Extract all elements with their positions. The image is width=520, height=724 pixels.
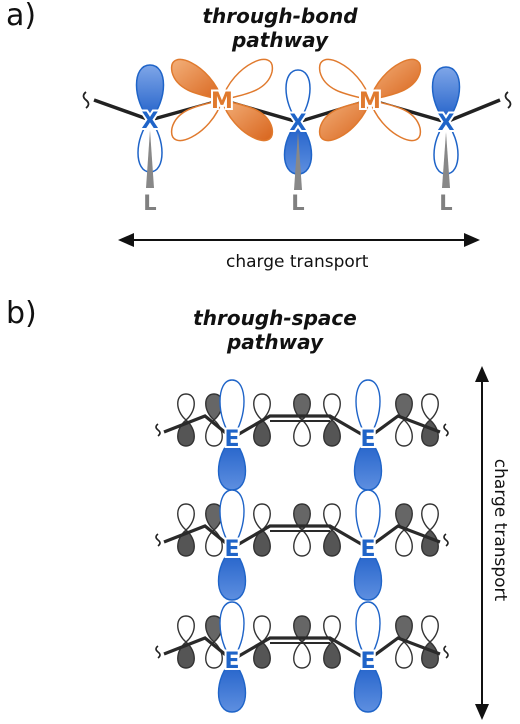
ligand-atom-label-2: L — [291, 191, 304, 215]
skeleton-p-orbital-bottom — [323, 529, 341, 557]
skeleton-p-orbital-bottom — [293, 641, 311, 669]
panel-b-axis-label: charge transport — [490, 458, 510, 602]
e-atom-p-orbital-top — [219, 489, 245, 550]
ligand-bond-3 — [442, 132, 450, 188]
e-atom-p-orbital-bottom — [353, 659, 383, 713]
skeleton-backbone — [163, 636, 441, 662]
e-atom-p-orbital-top — [355, 489, 381, 550]
ligand-atom-label-3: L — [439, 191, 452, 215]
skeleton-squiggle-right — [443, 645, 449, 659]
skeleton-p-orbital-bottom — [421, 641, 439, 669]
skeleton-p-orbital-top — [293, 615, 311, 643]
skeleton-p-orbital-bottom — [421, 419, 439, 447]
skeleton-backbone — [163, 414, 441, 440]
skeleton-p-orbital-top — [177, 615, 195, 643]
skeleton-p-orbital-top — [323, 393, 341, 421]
stack-atom-label: E — [224, 649, 239, 674]
ligand-atom-label-1: L — [143, 191, 156, 215]
skeleton-p-orbital-bottom — [253, 529, 271, 557]
panel-a-axis-label: charge transport — [226, 252, 369, 272]
skeleton-p-orbital-top — [253, 393, 271, 421]
panel-b-title: through-space pathway — [193, 306, 357, 354]
skeleton-p-orbital-bottom — [395, 419, 413, 447]
skeleton-p-orbital-bottom — [395, 641, 413, 669]
skeleton-p-orbital-top — [177, 503, 195, 531]
skeleton-p-orbital-top — [293, 503, 311, 531]
stack-atom-label: E — [360, 537, 375, 562]
skeleton-squiggle-left — [155, 533, 161, 547]
e-atom-p-orbital-top — [355, 379, 381, 440]
skeleton-p-orbital-top — [253, 615, 271, 643]
skeleton-backbone — [163, 524, 441, 550]
bridge-atom-label-1: X — [142, 109, 159, 134]
e-atom-p-orbital-bottom — [353, 547, 383, 601]
skeleton-p-orbital-top — [421, 615, 439, 643]
panel-a-title: through-bond pathway — [202, 4, 358, 52]
skeleton-squiggle-left — [155, 423, 161, 437]
skeleton-p-orbital-bottom — [323, 641, 341, 669]
skeleton-squiggle-right — [443, 423, 449, 437]
panel-b-label: b) — [6, 296, 37, 331]
chain-end-squiggle-left — [82, 91, 90, 109]
metal-d-orbital-2 — [319, 58, 421, 142]
skeleton-p-orbital-bottom — [421, 529, 439, 557]
skeleton-p-orbital-top — [421, 503, 439, 531]
e-atom-p-orbital-bottom — [217, 547, 247, 601]
skeleton-squiggle-right — [443, 533, 449, 547]
e-atom-p-orbital-top — [219, 379, 245, 440]
skeleton-p-orbital-top — [421, 393, 439, 421]
charge-transport-arrow-horizontal — [118, 233, 480, 247]
skeleton-p-orbital-top — [323, 615, 341, 643]
skeleton-p-orbital-top — [177, 393, 195, 421]
skeleton-p-orbital-bottom — [395, 529, 413, 557]
charge-transport-arrow-vertical — [475, 366, 489, 720]
panel-a-label: a) — [6, 0, 37, 33]
e-atom-p-orbital-top — [219, 601, 245, 662]
skeleton-p-orbital-top — [395, 615, 413, 643]
skeleton-p-orbital-bottom — [323, 419, 341, 447]
metal-d-orbital-1 — [171, 58, 273, 142]
skeleton-p-orbital-bottom — [293, 419, 311, 447]
bridge-atom-label-2: X — [290, 111, 307, 136]
stack-atom-label: E — [360, 649, 375, 674]
chain-end-squiggle-right — [504, 91, 512, 109]
stack-atom-label: E — [224, 427, 239, 452]
e-atom-p-orbital-bottom — [217, 659, 247, 713]
skeleton-p-orbital-bottom — [253, 641, 271, 669]
stack-atom-label: E — [360, 427, 375, 452]
e-atom-p-orbital-top — [355, 601, 381, 662]
skeleton-p-orbital-top — [395, 393, 413, 421]
skeleton-p-orbital-top — [395, 503, 413, 531]
ligand-bond-1 — [146, 130, 154, 188]
through-bond-chain: X X X M M L L L — [82, 58, 512, 215]
stack-atom-label: E — [224, 537, 239, 562]
skeleton-p-orbital-top — [293, 393, 311, 421]
skeleton-p-orbital-top — [323, 503, 341, 531]
skeleton-p-orbital-bottom — [253, 419, 271, 447]
skeleton-p-orbital-bottom — [293, 529, 311, 557]
ligand-bond-2 — [294, 132, 302, 190]
skeleton-p-orbital-top — [253, 503, 271, 531]
metal-atom-label-1: M — [211, 89, 233, 114]
bridge-atom-label-3: X — [438, 111, 455, 136]
metal-atom-label-2: M — [359, 89, 381, 114]
skeleton-squiggle-left — [155, 645, 161, 659]
